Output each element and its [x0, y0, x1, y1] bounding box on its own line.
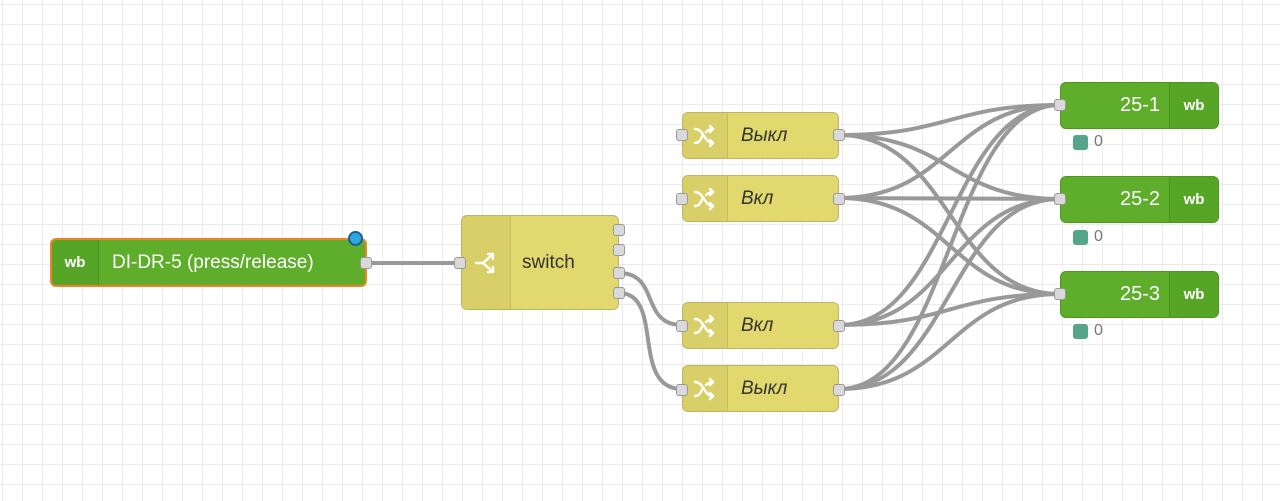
output-port[interactable] [833, 193, 845, 205]
output-port[interactable] [833, 129, 845, 141]
output-port-4[interactable] [613, 287, 625, 299]
wire [837, 292, 1062, 391]
node-label: 25-1 [1119, 94, 1160, 116]
switch-branch-icon [462, 216, 511, 309]
status-dot [1073, 229, 1088, 245]
input-port[interactable] [454, 257, 466, 269]
input-port[interactable] [676, 320, 688, 332]
wire [837, 103, 1062, 391]
input-port[interactable] [1054, 193, 1066, 205]
output-port[interactable] [833, 320, 845, 332]
change-shuffle-icon [683, 366, 728, 411]
status-dot [1073, 323, 1088, 339]
node-label: Вкл [741, 187, 774, 209]
output-port[interactable] [360, 257, 372, 269]
change-node-4[interactable]: Выкл [676, 365, 845, 412]
wire [837, 103, 1062, 137]
change-shuffle-icon [683, 113, 728, 158]
input-port[interactable] [676, 129, 688, 141]
status-text: 0 [1094, 228, 1103, 245]
wire [837, 197, 1062, 327]
node-label: Выкл [741, 377, 788, 399]
wb-logo: wb [1169, 177, 1218, 222]
wb-logo: wb [1169, 83, 1218, 128]
wire [617, 271, 684, 327]
change-shuffle-icon [683, 176, 728, 221]
wire [837, 292, 1062, 327]
input-port[interactable] [676, 384, 688, 396]
wire [837, 196, 1062, 201]
node-label: 25-3 [1119, 283, 1160, 305]
node-status: 0 [1073, 228, 1103, 246]
output-port-3[interactable] [613, 267, 625, 279]
wire [837, 133, 1062, 201]
change-node-3[interactable]: Вкл [676, 302, 845, 349]
node-label: Выкл [741, 124, 788, 146]
input-port[interactable] [676, 193, 688, 205]
change-node-2[interactable]: Вкл [676, 175, 845, 222]
wire [837, 133, 1062, 296]
status-text: 0 [1094, 133, 1103, 150]
node-label: switch [522, 251, 575, 273]
status-text: 0 [1094, 322, 1103, 339]
wire [837, 103, 1062, 327]
output-node-25-3[interactable]: 25-3 wb [1054, 271, 1219, 318]
node-status: 0 [1073, 322, 1103, 340]
output-port-1[interactable] [613, 224, 625, 236]
input-port[interactable] [1054, 288, 1066, 300]
change-shuffle-icon [683, 303, 728, 348]
status-dot [1073, 134, 1088, 150]
wire [617, 291, 684, 391]
input-node-di-dr-5[interactable]: wb DI-DR-5 (press/release) [50, 231, 372, 287]
output-port-2[interactable] [613, 244, 625, 256]
node-label: DI-DR-5 (press/release) [112, 251, 314, 273]
wire [837, 197, 1062, 391]
switch-node[interactable]: switch [454, 215, 625, 310]
node-status: 0 [1073, 133, 1103, 151]
input-port[interactable] [1054, 99, 1066, 111]
wire [837, 196, 1062, 296]
node-label: Вкл [741, 314, 774, 336]
changed-indicator [348, 231, 363, 246]
wb-logo: wb [1169, 272, 1218, 317]
output-node-25-1[interactable]: 25-1 wb [1054, 82, 1219, 129]
node-label: 25-2 [1119, 188, 1160, 210]
wb-logo: wb [52, 240, 99, 285]
output-port[interactable] [833, 384, 845, 396]
change-node-1[interactable]: Выкл [676, 112, 845, 159]
output-node-25-2[interactable]: 25-2 wb [1054, 176, 1219, 223]
wire [837, 103, 1062, 200]
